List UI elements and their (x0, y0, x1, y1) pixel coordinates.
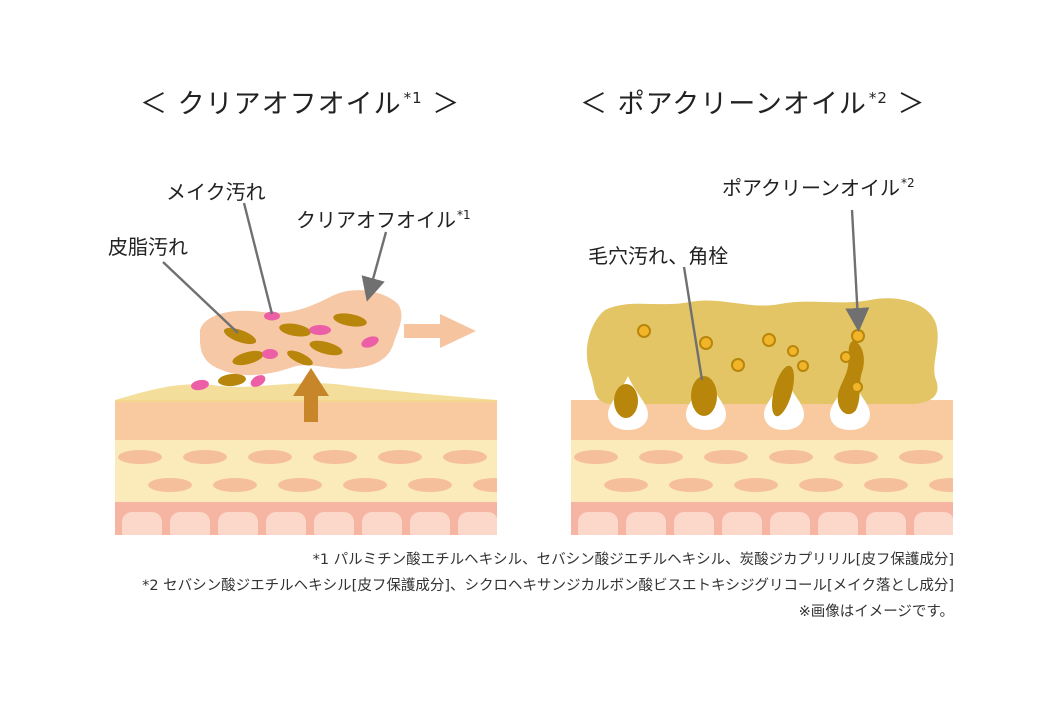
pore-clean-oil-layer (587, 298, 938, 404)
footnote-disclaimer: ※画像はイメージです。 (142, 599, 954, 625)
label-pore-clean-oil: ポアクリーンオイル*2 (722, 172, 915, 201)
label-clear-off-oil-mark: *1 (457, 208, 471, 222)
footnote-2: *2 セバシン酸ジエチルヘキシル[皮フ保護成分]、シクロヘキサンジカルボン酸ビス… (142, 573, 954, 599)
label-pore-clean-oil-text: ポアクリーンオイル (722, 176, 900, 200)
footnote-1: *1 パルミチン酸エチルヘキシル、セバシン酸ジエチルヘキシル、炭酸ジカプリリル[… (142, 547, 954, 573)
footnotes: *1 パルミチン酸エチルヘキシル、セバシン酸ジエチルヘキシル、炭酸ジカプリリル[… (142, 547, 954, 625)
label-clear-off-oil: クリアオフオイル*1 (296, 204, 471, 233)
label-pore-clean-oil-mark: *2 (901, 176, 915, 190)
skin-cleansing-diagram (0, 0, 1064, 540)
label-sebum-dirt: 皮脂汚れ (108, 231, 188, 260)
label-clear-off-oil-text: クリアオフオイル (296, 208, 456, 232)
flow-right-arrow (404, 314, 476, 348)
label-pore-dirt: 毛穴汚れ、角栓 (588, 240, 728, 269)
label-makeup-dirt: メイク汚れ (166, 176, 266, 205)
